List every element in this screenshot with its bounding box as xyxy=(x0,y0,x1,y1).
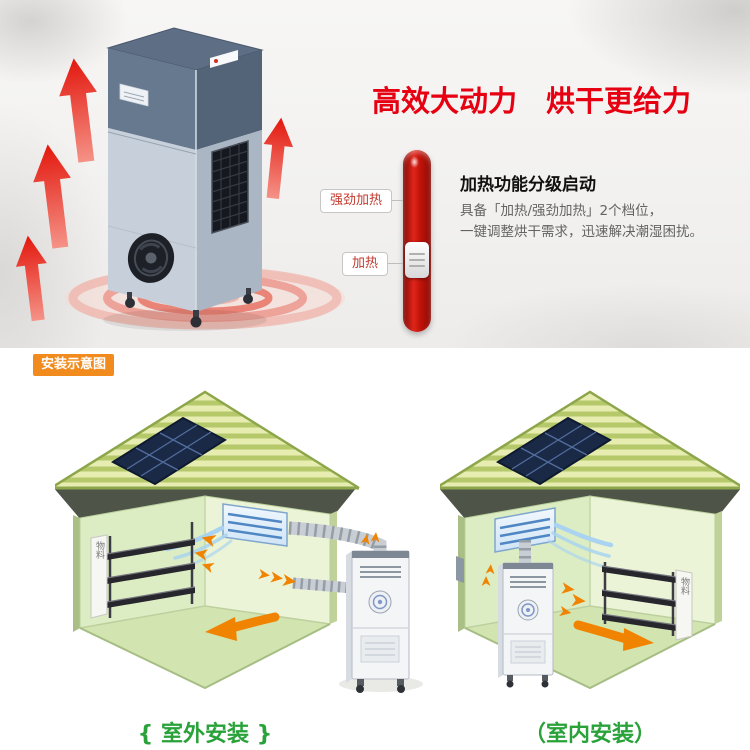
dryer-unit-outdoor xyxy=(339,550,423,693)
outdoor-install-caption: { 室外安装 } xyxy=(137,722,273,747)
heat-label: 加热 xyxy=(342,252,389,276)
floor-airflow-arrow xyxy=(573,620,654,651)
dryer-unit-indoor xyxy=(498,562,554,688)
feature-title: 加热功能分级启动 xyxy=(460,175,596,195)
dryer-product xyxy=(103,27,267,331)
heat-label-text: 加热 xyxy=(352,256,379,271)
strong-heat-label: 强劲加热 xyxy=(320,189,393,213)
feature-line2: 一键调整烘干需求，迅速解决潮湿困扰。 xyxy=(460,224,703,240)
return-air-duct xyxy=(292,577,353,594)
cool-air-streams xyxy=(547,522,614,569)
supply-air-duct xyxy=(288,521,387,552)
strong-heat-label-text: 强劲加热 xyxy=(330,193,383,208)
hero-section: 高效大动力 烘干更给力 强劲加热 加热 加热功能分级启动 具备「加热/强劲加热」… xyxy=(0,0,750,348)
product-illustration xyxy=(12,27,345,331)
feature-description: 具备「加热/强劲加热」2个档位， 一键调整烘干需求，迅速解决潮湿困扰。 xyxy=(460,201,703,243)
slider-knob xyxy=(405,242,429,278)
material-shelf-rack: 物料 xyxy=(90,522,196,619)
callout-connector-line xyxy=(392,200,403,201)
installation-section: 安装示意图 xyxy=(0,348,750,750)
indoor-install-caption: （室内安装） xyxy=(523,722,656,747)
installation-tag: 安装示意图 xyxy=(33,354,115,376)
callout-connector-line xyxy=(388,263,403,264)
shelf-label: 物料 xyxy=(679,576,690,596)
indoor-blower-unit xyxy=(494,507,556,553)
feature-line1: 具备「加热/强劲加热」2个档位， xyxy=(460,203,663,219)
material-shelf-rack: 物料 xyxy=(601,562,693,641)
shelf-label: 物料 xyxy=(94,540,105,560)
indoor-installation-illustration: 物料 xyxy=(440,378,740,718)
floor-airflow-arrow xyxy=(205,612,280,641)
front-fan xyxy=(127,233,175,283)
heat-level-slider xyxy=(403,150,431,332)
red-up-arrow-right xyxy=(258,116,296,200)
side-vent-grille xyxy=(211,139,249,235)
exterior-vent xyxy=(456,556,464,583)
outdoor-installation-illustration: 物料 xyxy=(55,378,423,693)
headline: 高效大动力 烘干更给力 xyxy=(372,84,692,118)
